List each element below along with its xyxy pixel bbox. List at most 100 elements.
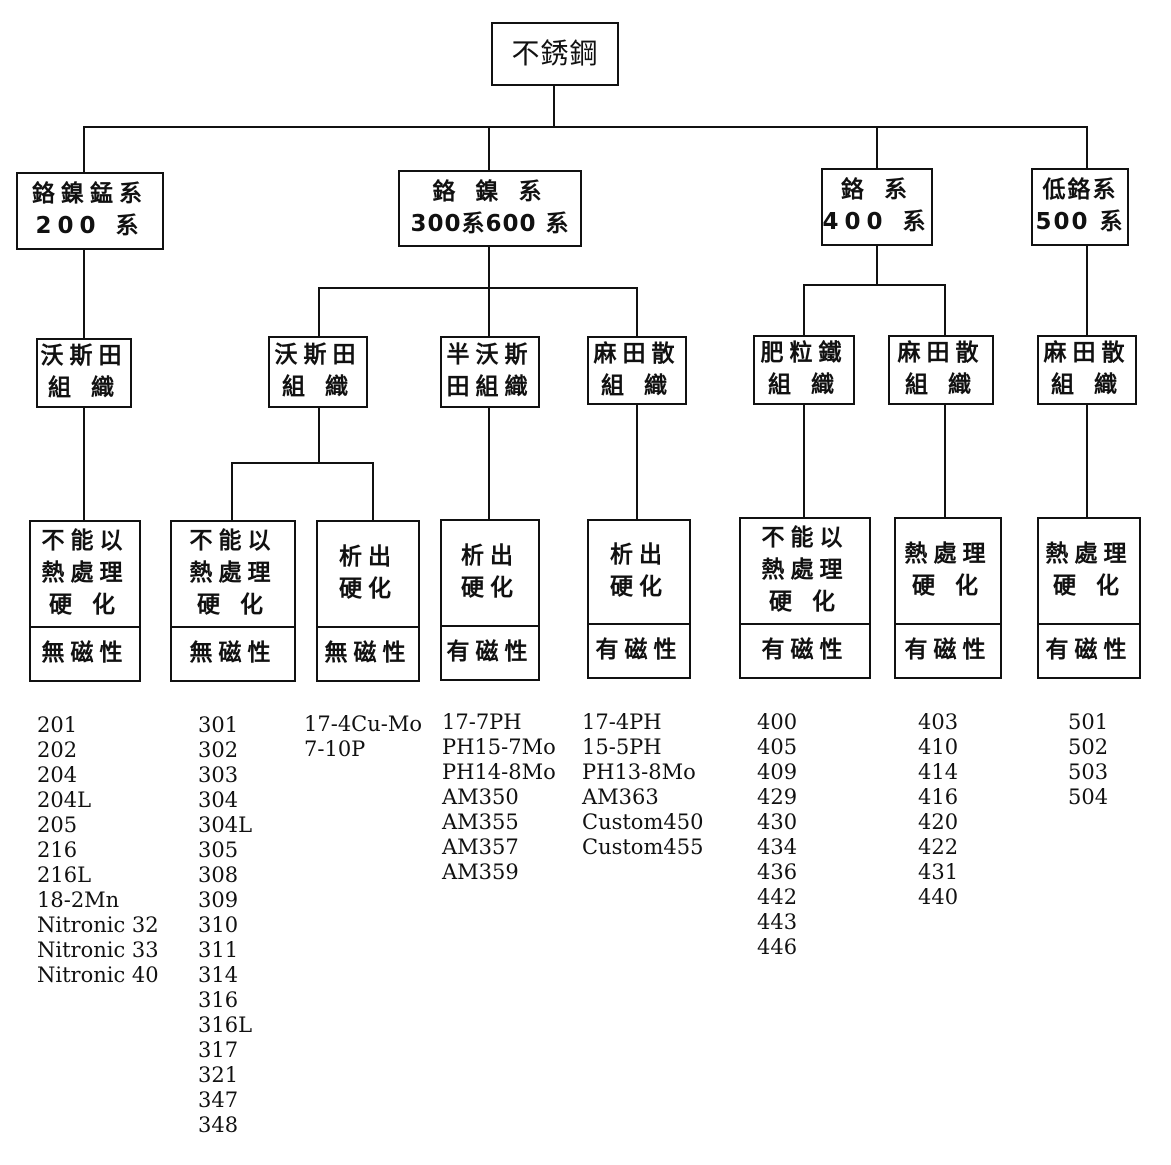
grade-item: 443 xyxy=(757,910,798,934)
grade-item: 434 xyxy=(757,835,798,859)
property-label: 硬 化 xyxy=(911,573,984,599)
connector-line xyxy=(944,404,946,518)
connector-line xyxy=(636,287,638,337)
grade-item: 201 xyxy=(37,713,78,737)
series-label: 200 系 xyxy=(35,213,145,239)
grade-item: 15-5PH xyxy=(582,735,662,759)
grade-item: 305 xyxy=(198,838,239,862)
property-node: 析出 硬化 有磁性 xyxy=(587,519,691,679)
magnetism-label: 有磁性 xyxy=(446,639,534,666)
structure-label: 沃斯田 xyxy=(40,343,128,370)
grade-item: 442 xyxy=(757,885,798,909)
structure-label: 組 織 xyxy=(281,374,354,400)
structure-label: 組 織 xyxy=(767,372,840,398)
grade-item: Nitronic 32 xyxy=(37,913,159,937)
connector-line xyxy=(1086,126,1088,169)
magnetism-label: 無磁性 xyxy=(41,640,129,667)
magnetism-label: 有磁性 xyxy=(1045,637,1133,664)
grade-item: 321 xyxy=(198,1063,239,1087)
magnetism-label: 有磁性 xyxy=(761,637,849,664)
property-node: 熱處理 硬 化 有磁性 xyxy=(894,517,1002,679)
property-node: 熱處理 硬 化 有磁性 xyxy=(1037,517,1141,679)
property-label: 硬 化 xyxy=(48,591,121,618)
grade-item: 309 xyxy=(198,888,239,912)
grade-item: 414 xyxy=(918,760,959,784)
grade-item: 204 xyxy=(37,763,78,787)
structure-label: 麻田散 xyxy=(593,340,681,367)
grade-item: AM359 xyxy=(442,860,519,884)
connector-line xyxy=(1086,245,1088,336)
series-label: 500 系 xyxy=(1035,209,1125,235)
magnetism-label: 有磁性 xyxy=(904,637,992,664)
grade-item: AM355 xyxy=(442,810,519,834)
grade-item: 308 xyxy=(198,863,239,887)
series-node-500: 低鉻系 500 系 xyxy=(1031,168,1129,246)
grade-item: 7-10P xyxy=(304,737,366,761)
connector-line xyxy=(83,407,85,521)
structure-label: 麻田散 xyxy=(1043,340,1131,367)
grade-item: 302 xyxy=(198,738,239,762)
magnetism-label: 有磁性 xyxy=(595,637,683,664)
series-label: 400 系 xyxy=(822,209,932,235)
property-label: 熱處理 xyxy=(904,541,992,568)
property-label: 硬 化 xyxy=(196,591,269,618)
structure-node: 麻田散 組 織 xyxy=(888,335,994,405)
connector-line xyxy=(636,404,638,520)
root-node-stainless-steel: 不銹鋼 xyxy=(491,22,619,86)
grade-item: 314 xyxy=(198,963,239,987)
connector-line xyxy=(83,126,1088,128)
grade-item: 440 xyxy=(918,885,959,909)
grade-item: 18-2Mn xyxy=(37,888,120,912)
grade-item: 430 xyxy=(757,810,798,834)
grade-item: 17-4PH xyxy=(582,710,662,734)
grade-item: 303 xyxy=(198,763,239,787)
grade-item: 17-7PH xyxy=(442,710,522,734)
connector-line xyxy=(318,287,638,289)
grade-item: 431 xyxy=(918,860,959,884)
grade-item: 403 xyxy=(918,710,959,734)
property-label: 熱處理 xyxy=(189,560,277,587)
structure-label: 組 織 xyxy=(600,372,673,399)
structure-label: 半沃斯 xyxy=(446,342,534,369)
property-label: 析出 xyxy=(610,542,668,569)
grade-item: 204L xyxy=(37,788,92,812)
grade-item: AM357 xyxy=(442,835,519,859)
grade-item: 503 xyxy=(1068,760,1109,784)
connector-line xyxy=(803,404,805,518)
series-label: 鉻鎳錳系 xyxy=(32,181,148,208)
grade-item: PH13-8Mo xyxy=(582,760,696,784)
property-label: 不能以 xyxy=(41,528,129,555)
grade-item: 420 xyxy=(918,810,959,834)
structure-node: 麻田散 組 織 xyxy=(1037,335,1137,405)
grade-item: 311 xyxy=(198,938,239,962)
grade-item: 502 xyxy=(1068,735,1109,759)
property-label: 熱處理 xyxy=(761,557,849,584)
connector-line xyxy=(318,407,320,463)
grade-item: 316 xyxy=(198,988,239,1012)
grade-item: 17-4Cu-Mo xyxy=(304,712,423,736)
structure-node: 肥粒鐵 組 織 xyxy=(753,335,855,405)
connector-line xyxy=(944,284,946,336)
property-label: 析出 xyxy=(461,543,519,570)
property-label: 熱處理 xyxy=(1045,541,1133,568)
grade-item: Nitronic 40 xyxy=(37,963,159,987)
connector-line xyxy=(803,284,805,336)
connector-line xyxy=(488,246,490,288)
grade-item: 216L xyxy=(37,863,92,887)
grade-item: 429 xyxy=(757,785,798,809)
connector-line xyxy=(83,126,85,173)
grade-item: 317 xyxy=(198,1038,239,1062)
grade-item: 501 xyxy=(1068,710,1109,734)
structure-node: 沃斯田 組 織 xyxy=(36,338,132,408)
connector-line xyxy=(488,407,490,520)
series-label: 鉻 鎳 系 xyxy=(432,178,548,205)
grade-item: Custom450 xyxy=(582,810,704,834)
series-node-400: 鉻 系 400 系 xyxy=(821,168,933,246)
grade-item: 304L xyxy=(198,813,253,837)
